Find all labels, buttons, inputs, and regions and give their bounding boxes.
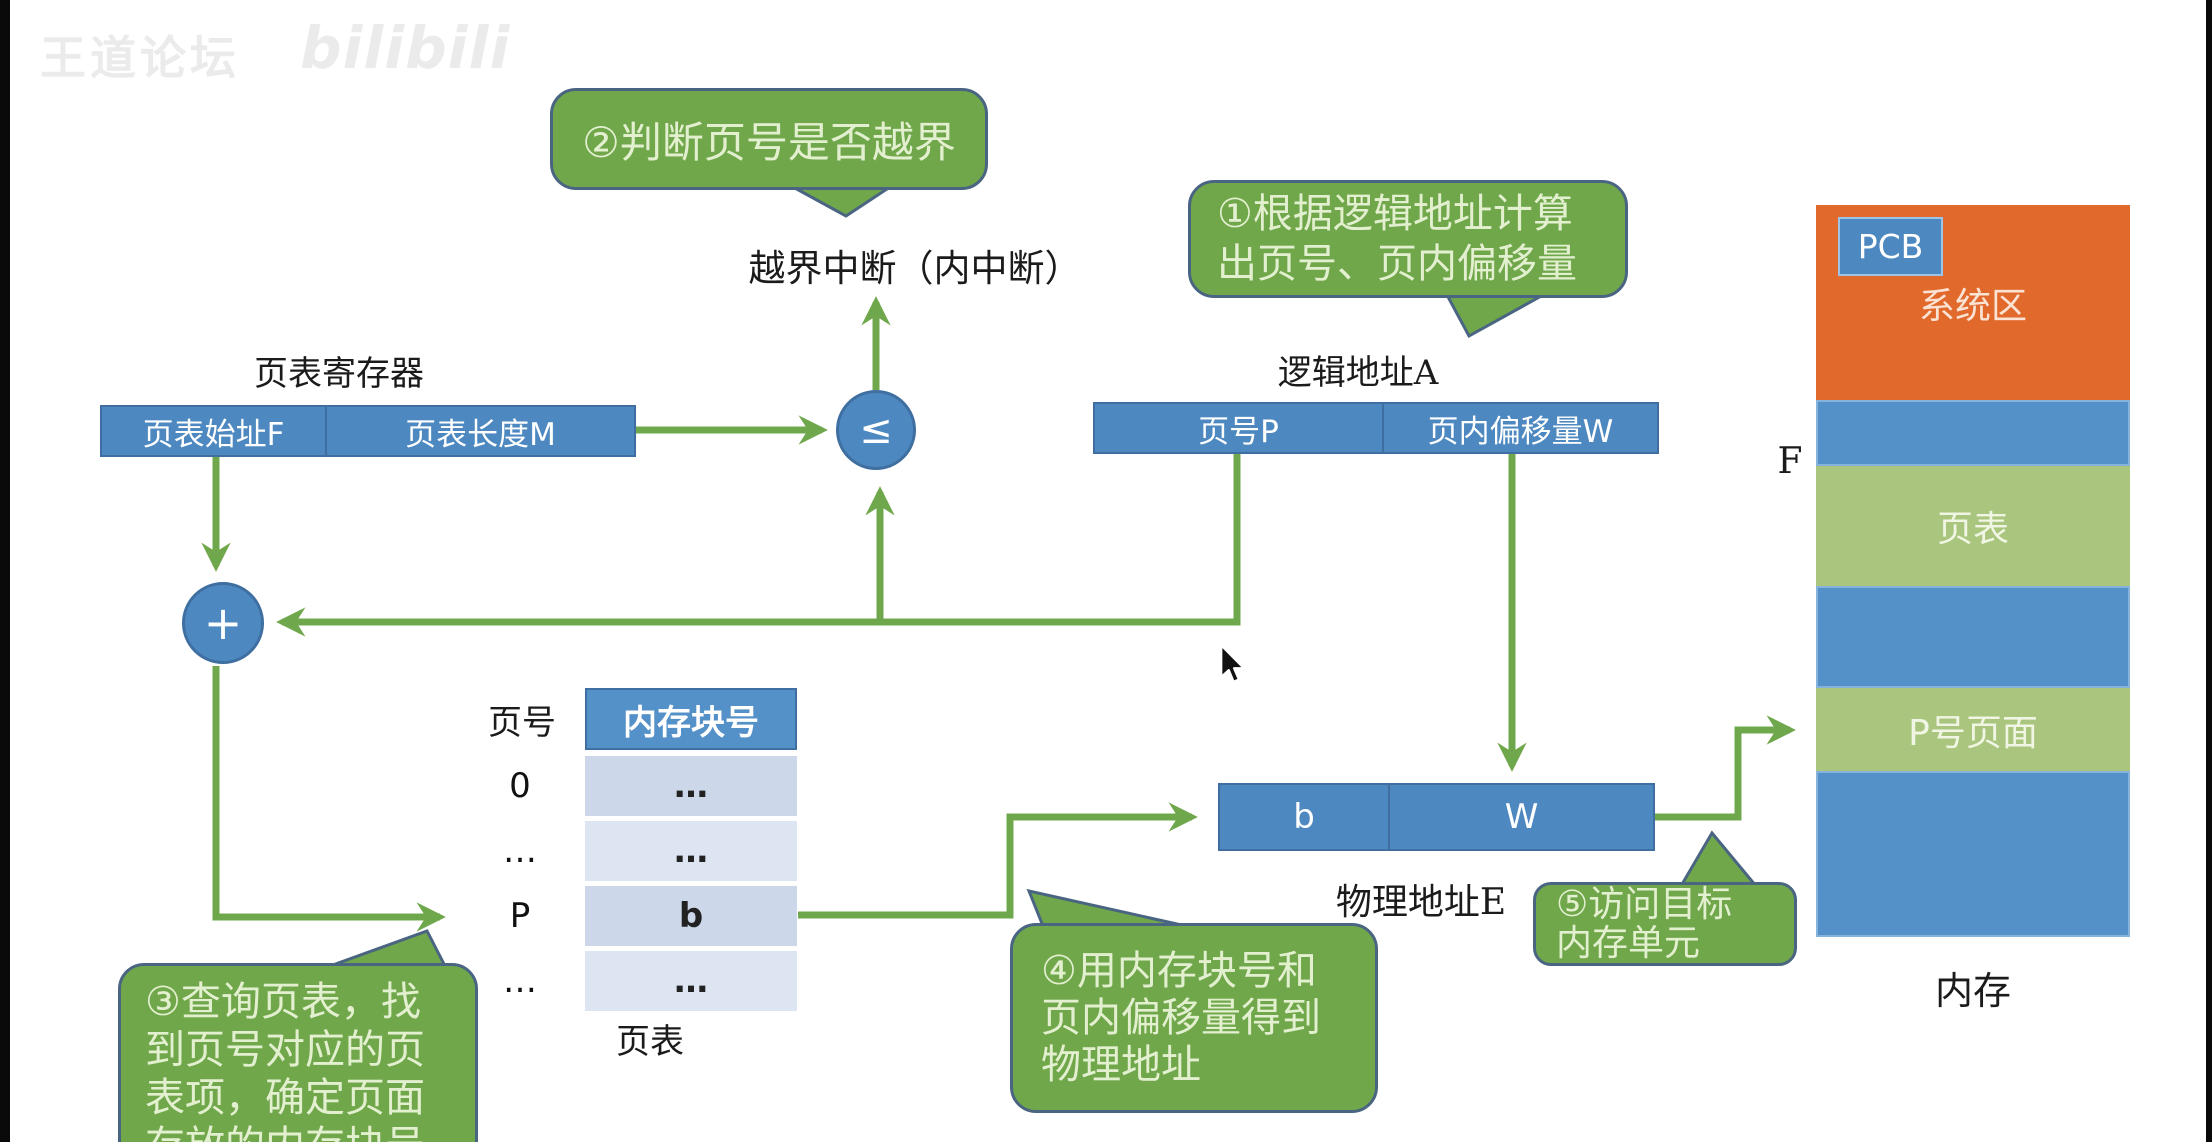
watermark-bilibili-logo: bilibili (300, 14, 511, 82)
callout-step4-line3: 物理地址 (1041, 1041, 1201, 1088)
conn-physical-to-memory-page (1655, 715, 1796, 821)
physical-cell-block: b (1293, 797, 1315, 837)
memory-section-system-area-label: 系统区 (1918, 285, 2027, 327)
page-table-rowlabel-1: … (503, 831, 537, 871)
less-equal-symbol: ≤ (859, 407, 893, 453)
callout-step4-line1: ④用内存块号和 (1041, 947, 1317, 994)
adder-circle: + (182, 582, 264, 664)
page-table-cell-0: … (585, 756, 797, 816)
logical-cell-page-number: 页号P (1198, 413, 1279, 450)
comparator-circle: ≤ (836, 390, 916, 470)
callout-step5-line1: ⑤访问目标 (1556, 884, 1733, 925)
callout3-tail (329, 929, 448, 968)
logical-address-title: 逻辑地址A (1277, 353, 1439, 393)
physical-address-box: b W (1218, 783, 1655, 851)
page-table-rowlabel-2: P (509, 896, 531, 936)
callout-step3-line3: 表项，确定页面 (145, 1075, 425, 1121)
page-table-register-title: 页表寄存器 (254, 354, 424, 394)
physical-cell-offset: W (1388, 785, 1653, 849)
callout-step3: ③查询页表，找 到页号对应的页 表项，确定页面 存放的内存块号 (118, 963, 478, 1142)
callout4-tail (1026, 888, 1187, 928)
callout-step3-line4: 存放的内存块号 (145, 1122, 475, 1142)
page-table-col-header-text: 内存块号 (623, 702, 759, 743)
memory-section-blue-2 (1816, 586, 2130, 688)
logical-cell-offset: 页内偏移量W (1382, 404, 1657, 452)
page-table-col-header: 内存块号 (585, 688, 797, 750)
page-table-cell-1: … (585, 821, 797, 881)
callout-step5: ⑤访问目标 内存单元 (1533, 882, 1797, 966)
memory-section-page-table: 页表 (1816, 466, 2130, 586)
register-cell-start-address: 页表始址F (142, 416, 285, 453)
logical-address-box: 页号P 页内偏移量W (1093, 402, 1659, 454)
callout-step1-line1: ①根据逻辑地址计算 (1217, 191, 1573, 237)
callout1-tail (1444, 293, 1549, 339)
pcb-label: PCB (1857, 227, 1924, 266)
callout-step5-line2: 内存单元 (1556, 923, 1701, 964)
pcb-box: PCB (1838, 217, 1943, 276)
memory-section-page-table-label: 页表 (1936, 509, 2009, 550)
callout-step1: ①根据逻辑地址计算 出页号、页内偏移量 (1188, 180, 1628, 298)
conn-pageno-to-adder (276, 454, 1241, 637)
left-letterbox-bar (0, 0, 10, 1142)
memory-section-blue-1 (1816, 400, 2130, 466)
callout-step4: ④用内存块号和 页内偏移量得到 物理地址 (1010, 923, 1378, 1113)
plus-symbol: + (203, 596, 243, 650)
page-table-cell-3: … (585, 951, 797, 1011)
callout-step1-line2: 出页号、页内偏移量 (1217, 241, 1577, 287)
callout-step3-line2: 到页号对应的页 (145, 1027, 425, 1073)
frame-pointer-label: F (1777, 441, 1803, 482)
conn-adder-to-pagetable-row (212, 666, 446, 932)
callout-step2: ②判断页号是否越界 (550, 88, 988, 190)
callout2-tail (792, 185, 896, 218)
watermark-site: 王道论坛 (40, 31, 240, 85)
callout-step4-line2: 页内偏移量得到 (1041, 994, 1321, 1041)
memory-section-page-p: P号页面 (1816, 688, 2130, 771)
page-table-rowlabel-3: … (503, 961, 537, 1001)
page-table-register-box: 页表始址F 页表长度M (100, 405, 636, 457)
callout-step2-text: ②判断页号是否越界 (582, 117, 956, 167)
page-table-row-header-title: 页号 (488, 703, 556, 743)
memory-caption: 内存 (1934, 969, 2011, 1013)
register-cell-length: 页表长度M (325, 407, 634, 455)
right-letterbox-bar (2206, 0, 2212, 1142)
physical-address-label: 物理地址E (1335, 882, 1507, 923)
callout5-tail (1678, 830, 1760, 888)
page-table-caption: 页表 (616, 1022, 684, 1062)
callout-step3-line1: ③查询页表，找 (145, 979, 421, 1025)
mouse-cursor-icon (1220, 644, 1246, 683)
page-table-rowlabel-0: 0 (509, 766, 531, 806)
memory-section-page-p-label: P号页面 (1908, 712, 2038, 754)
interrupt-label: 越界中断（内中断） (748, 247, 1082, 290)
conn-block-to-physical (798, 802, 1198, 919)
page-table-cell-2: b (585, 886, 797, 946)
memory-section-blue-3 (1816, 771, 2130, 937)
